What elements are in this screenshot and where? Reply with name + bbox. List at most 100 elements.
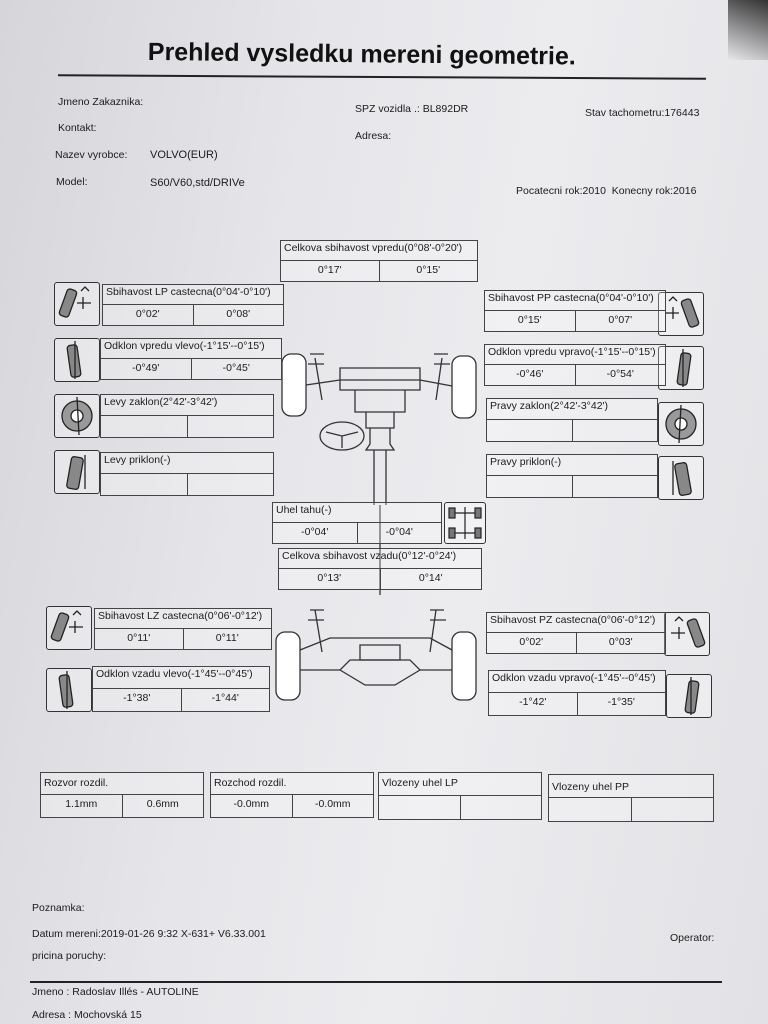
rr-camber-box: Odklon vzadu vpravo(-1°45'--0°45') -1°42… [488, 670, 666, 716]
r-caster-label: Pravy zaklon(2°42'-3°42') [490, 400, 609, 412]
model-value: S60/V60,std/DRIVe [150, 177, 245, 189]
lr-camber-box: Odklon vzadu vlevo(-1°45'--0°45') -1°38'… [92, 666, 270, 712]
fault-cause-label: pricina poruchy: [32, 950, 107, 962]
date-label: Datum mereni: [32, 928, 101, 940]
years-field: Pocatecni rok:2010 Konecny rok:2016 [516, 185, 696, 197]
customer-label: Jmeno Zakaznika: [58, 96, 144, 108]
odometer-label: Stav tachometru: [585, 107, 665, 119]
rear-camber-icon [666, 674, 712, 718]
footer-divider [30, 981, 722, 983]
model-label: Model: [56, 176, 88, 188]
rf-toe-label: Sbihavost PP castecna(0°04'-0°10') [488, 292, 654, 304]
lf-camber-before: -0°49' [132, 362, 160, 374]
track-diff-right: -0.0mm [314, 798, 351, 810]
title-divider [57, 74, 707, 80]
lf-camber-after: -0°45' [222, 362, 250, 374]
rear-right-wheel [451, 631, 477, 701]
measurement-date: Datum mereni:2019-01-26 9:32 X-631+ V6.3… [32, 928, 266, 940]
rear-total-toe-label: Celkova sbihavost vzadu(0°12'-0°24') [282, 550, 457, 562]
thrust-angle-box: Uhel tahu(-) -0°04' -0°04' [272, 502, 442, 544]
front-total-toe-box: Celkova sbihavost vpredu(0°08'-0°20') 0°… [280, 240, 478, 282]
rear-camber-icon [46, 668, 92, 712]
rr-toe-after: 0°03' [608, 636, 633, 648]
address-label: Adresa: [355, 130, 392, 142]
front-total-toe-label: Celkova sbihavost vpredu(0°08'-0°20') [284, 242, 463, 254]
lr-toe-after: 0°11' [215, 632, 239, 644]
inset-angle-lp-label: Vlozeny uhel LP [382, 777, 458, 789]
rear-left-wheel [275, 631, 301, 701]
rf-camber-after: -0°54' [606, 368, 634, 380]
thrust-angle-after: -0°04' [385, 526, 413, 538]
page-title: Prehled vysledku mereni geometrie. [147, 38, 576, 71]
thrust-angle-label: Uhel tahu(-) [276, 504, 332, 516]
page-shadow [728, 0, 768, 60]
r-kpi-label: Pravy priklon(-) [490, 456, 562, 468]
front-right-wheel [451, 355, 477, 419]
note-label: Poznamka: [32, 902, 85, 914]
l-kpi-label: Levy priklon(-) [104, 454, 171, 466]
rr-camber-label: Odklon vzadu vpravo(-1°45'--0°45') [492, 672, 656, 684]
rear-total-toe-after: 0°14' [418, 572, 443, 584]
lr-camber-after: -1°44' [211, 692, 239, 704]
track-diff-box: Rozchod rozdil. -0.0mm-0.0mm [210, 772, 374, 818]
caster-icon [54, 394, 100, 438]
lf-toe-after: 0°08' [226, 308, 251, 320]
shop-name: Jmeno : Radoslav Illés - AUTOLINE [32, 986, 199, 998]
kpi-icon [54, 450, 100, 494]
plate-field: SPZ vozidla .: BL892DR [355, 103, 468, 115]
rear-toe-icon [46, 606, 92, 650]
caster-icon [658, 402, 704, 446]
rf-toe-box: Sbihavost PP castecna(0°04'-0°10') 0°15'… [484, 290, 666, 332]
rr-toe-box: Sbihavost PZ castecna(0°06'-0°12') 0°02'… [486, 612, 666, 654]
l-caster-label: Levy zaklon(2°42'-3°42') [104, 396, 218, 408]
rr-camber-after: -1°35' [607, 696, 635, 708]
thrust-angle-icon [444, 502, 486, 544]
end-year-value: 2016 [673, 185, 697, 197]
l-caster-box: Levy zaklon(2°42'-3°42') [100, 394, 274, 438]
inset-angle-pp-box: Vlozeny uhel PP [548, 774, 714, 822]
lr-toe-label: Sbihavost LZ castecna(0°06'-0°12') [98, 610, 263, 622]
r-caster-box: Pravy zaklon(2°42'-3°42') [486, 398, 658, 442]
rf-camber-before: -0°46' [516, 368, 544, 380]
odometer-field: Stav tachometru:176443 [585, 107, 699, 119]
front-total-toe-after: 0°15' [416, 264, 441, 276]
rear-toe-icon [664, 612, 710, 656]
chassis-diagram [275, 353, 477, 701]
front-total-toe-before: 0°17' [317, 264, 342, 276]
rf-camber-box: Odklon vpredu vpravo(-1°15'--0°15') -0°4… [484, 344, 666, 386]
shop-address: Adresa : Mochovská 15 [32, 1009, 142, 1021]
start-year-label: Pocatecni rok: [516, 185, 583, 197]
lf-toe-box: Sbihavost LP castecna(0°04'-0°10') 0°02'… [102, 284, 284, 326]
toe-adjust-icon [658, 292, 704, 336]
inset-angle-lp-box: Vlozeny uhel LP [378, 772, 542, 820]
rr-camber-before: -1°42' [519, 696, 547, 708]
lr-camber-before: -1°38' [123, 692, 151, 704]
wheelbase-diff-box: Rozvor rozdil. 1.1mm 0.6mm [40, 772, 204, 818]
track-diff-label: Rozchod rozdil. [214, 777, 287, 789]
wheelbase-diff-right: 0.6mm [146, 798, 179, 810]
r-kpi-box: Pravy priklon(-) [486, 454, 658, 498]
inset-angle-pp-label: Vlozeny uhel PP [552, 781, 630, 793]
contact-label: Kontakt: [58, 122, 97, 134]
lf-toe-label: Sbihavost LP castecna(0°04'-0°10') [106, 286, 271, 298]
date-value: 2019-01-26 9:32 X-631+ V6.33.001 [100, 928, 266, 940]
lf-camber-box: Odklon vpredu vlevo(-1°15'--0°15') -0°49… [100, 338, 282, 380]
rear-total-toe-before: 0°13' [317, 572, 342, 584]
thrust-angle-before: -0°04' [301, 526, 329, 538]
lr-toe-before: 0°11' [127, 632, 151, 644]
plate-value: BL892DR [422, 103, 469, 115]
end-year-label: Konecny rok: [611, 185, 674, 197]
front-left-wheel [281, 353, 307, 417]
lf-camber-label: Odklon vpredu vlevo(-1°15'--0°15') [104, 340, 265, 352]
odometer-value: 176443 [664, 107, 700, 119]
l-kpi-box: Levy priklon(-) [100, 452, 274, 496]
rear-total-toe-box: Celkova sbihavost vzadu(0°12'-0°24') 0°1… [278, 548, 482, 590]
operator-label: Operator: [670, 932, 715, 944]
manufacturer-value: VOLVO(EUR) [150, 149, 218, 161]
plate-label: SPZ vozidla .: [355, 103, 420, 115]
rf-toe-before: 0°15' [517, 314, 542, 326]
wheelbase-diff-label: Rozvor rozdil. [44, 777, 109, 789]
wheelbase-diff-left: 1.1mm [65, 798, 98, 810]
toe-adjust-icon [54, 282, 100, 326]
manufacturer-label: Nazev vyrobce: [55, 149, 128, 161]
